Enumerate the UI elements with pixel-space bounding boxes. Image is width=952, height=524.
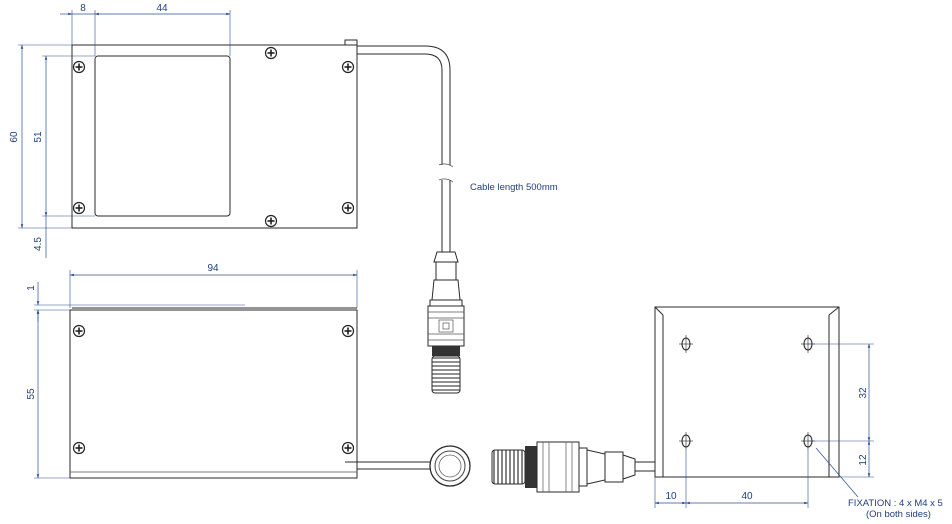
fixation-subnote: (On both sides) [866, 509, 931, 520]
dim-top-44: 44 [156, 3, 168, 14]
dim-top-8: 8 [80, 3, 86, 14]
cable: Cable length 500mm [357, 45, 558, 252]
dim-bracket-40: 40 [741, 491, 753, 502]
side-view: 94 1 55 [26, 263, 358, 479]
screw-icon [341, 441, 355, 455]
cable-exit [344, 39, 358, 45]
screw-icon [72, 324, 86, 338]
screw-icon [264, 46, 278, 60]
screw-icon [72, 201, 86, 215]
dim-bracket-12: 12 [858, 454, 869, 466]
fixation-note: FIXATION : 4 x M4 x 5 [848, 498, 943, 509]
screw-icon [72, 60, 86, 74]
screw-icon [341, 60, 355, 74]
cable-horizontal [345, 445, 471, 487]
side-view-body [69, 309, 358, 479]
top-view-body [71, 44, 358, 229]
dim-width-94: 94 [207, 263, 219, 274]
dim-height-55: 55 [26, 388, 37, 400]
screw-icon [341, 324, 355, 338]
dim-lip-1: 1 [26, 285, 37, 291]
dim-bracket-32: 32 [858, 387, 869, 399]
top-view: 8 44 60 51 4.5 [9, 3, 358, 258]
mounting-hole-icon [678, 334, 694, 354]
sensor-window [94, 55, 231, 217]
connector-horizontal [491, 441, 655, 493]
dim-bracket-10: 10 [665, 491, 677, 502]
dim-offset-4-5: 4.5 [33, 237, 44, 251]
bracket-body [654, 306, 840, 478]
bracket-view: 32 12 10 40 FIXATION : 4 x M4 x 5 (On bo… [654, 306, 943, 520]
dim-height-60: 60 [9, 131, 20, 143]
screw-icon [264, 214, 278, 228]
screw-icon [341, 201, 355, 215]
cable-length-note: Cable length 500mm [470, 182, 558, 193]
mounting-hole-icon [678, 431, 694, 451]
screw-icon [72, 441, 86, 455]
dim-height-51: 51 [33, 131, 44, 143]
connector-vertical [427, 251, 465, 394]
